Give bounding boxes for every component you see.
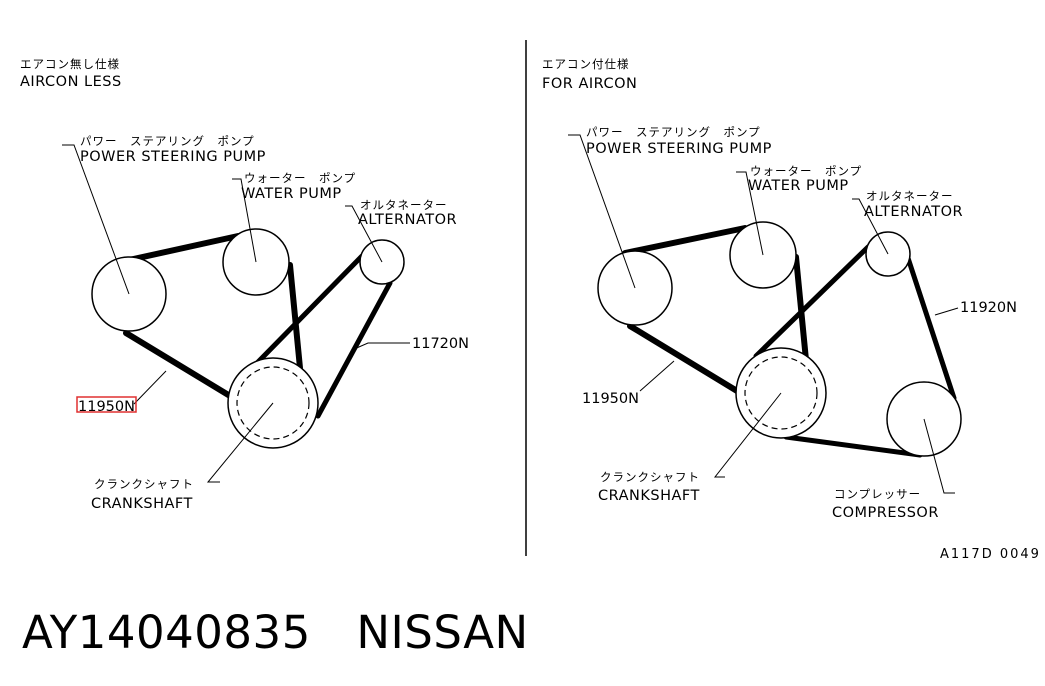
left-belt-alt-to-crank-inner	[255, 253, 365, 365]
right-belt-alt-to-compressor	[905, 255, 957, 401]
right-belt-ps-to-wp	[622, 225, 748, 256]
left-crankshaft-en: CRANKSHAFT	[91, 496, 193, 512]
right-belt-crank-to-compressor	[783, 434, 923, 458]
right-water-pump-en: WATER PUMP	[748, 178, 849, 194]
right-belts	[622, 225, 957, 458]
left-water-pump-en: WATER PUMP	[241, 186, 342, 202]
left-alternator-jp: オルタネーター	[360, 198, 448, 212]
part-number-footer: AY14040835 NISSAN	[22, 606, 529, 659]
figure-code: A117D 0049	[940, 547, 1041, 562]
right-water-pump-jp: ウォーター ポンプ	[750, 164, 862, 178]
left-panel: エアコン無し仕様 AIRCON LESS パワー ステアリング ポンプ POWE…	[20, 57, 469, 512]
right-leaders	[568, 134, 959, 494]
right-compressor-jp: コンプレッサー	[834, 487, 921, 501]
left-belt-11950n-highlight	[76, 396, 137, 413]
right-power-steering-en: POWER STEERING PUMP	[586, 141, 772, 157]
left-title-jp: エアコン無し仕様	[20, 57, 120, 71]
left-belt-11950n-label: 11950N	[78, 399, 135, 415]
right-alternator-en: ALTERNATOR	[864, 204, 963, 220]
right-compressor-en: COMPRESSOR	[832, 505, 939, 521]
right-title-en: FOR AIRCON	[542, 76, 637, 92]
left-alternator-en: ALTERNATOR	[358, 212, 457, 228]
left-crankshaft-inner	[236, 366, 310, 440]
right-crankshaft-jp: クランクシャフト	[600, 470, 700, 484]
left-belt-wp-to-crank	[287, 262, 303, 371]
right-power-steering-jp: パワー ステアリング ポンプ	[586, 125, 761, 139]
right-belt-11920n-label: 11920N	[960, 300, 1017, 316]
left-title-en: AIRCON LESS	[20, 74, 122, 90]
right-alternator-jp: オルタネーター	[866, 189, 954, 203]
right-belt-11950n-label: 11950N	[582, 391, 639, 407]
left-water-pump-jp: ウォーター ポンプ	[244, 171, 356, 185]
left-leaders	[62, 144, 410, 483]
right-crankshaft-inner	[744, 356, 818, 430]
right-panel: エアコン付仕様 FOR AIRCON パワー ステアリング ポン	[542, 57, 1017, 521]
left-power-steering-en: POWER STEERING PUMP	[80, 149, 266, 165]
right-belt-ps-to-crank	[627, 323, 745, 397]
right-crankshaft-en: CRANKSHAFT	[598, 488, 700, 504]
right-title-jp: エアコン付仕様	[542, 57, 630, 71]
left-belt-11720n-label: 11720N	[412, 336, 469, 352]
right-belt-wp-to-crank	[793, 254, 809, 363]
right-belt-alt-to-crank	[753, 244, 871, 359]
left-power-steering-jp: パワー ステアリング ポンプ	[80, 134, 255, 148]
left-belt-ps-to-wp	[117, 233, 241, 265]
left-belt-ps-to-crank	[123, 330, 243, 405]
left-crankshaft-jp: クランクシャフト	[94, 477, 194, 491]
